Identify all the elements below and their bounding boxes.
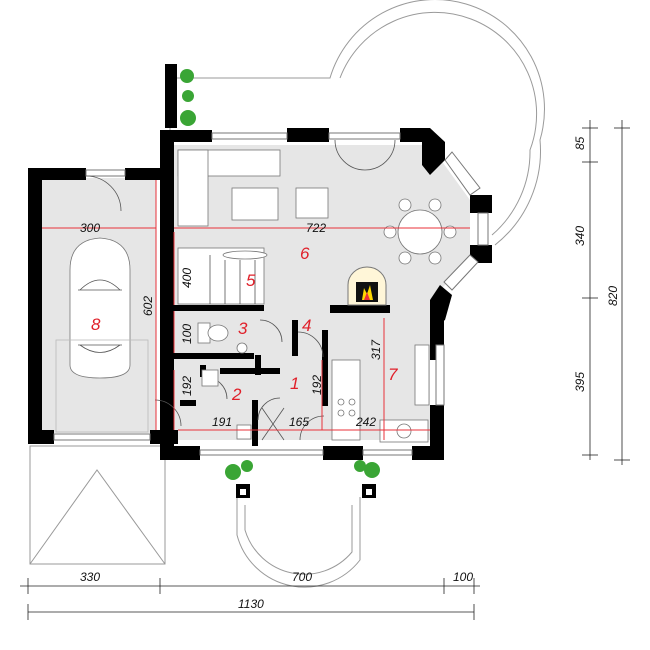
driveway bbox=[29, 445, 166, 565]
dim-hall-h: 192 bbox=[310, 375, 324, 395]
dim-entry-h: 192 bbox=[180, 376, 194, 396]
outer-dimension-lines bbox=[20, 120, 630, 620]
dim-living-width: 722 bbox=[306, 221, 326, 235]
walls bbox=[28, 64, 492, 498]
dim-right-bottom: 395 bbox=[573, 372, 587, 392]
driveway-pattern bbox=[29, 469, 166, 565]
plant-pot-icon bbox=[240, 489, 372, 495]
shower bbox=[261, 407, 285, 441]
room-number-8: 8 bbox=[91, 315, 101, 334]
armchair bbox=[295, 187, 329, 219]
washer bbox=[236, 424, 252, 440]
dim-kitchen-h: 317 bbox=[369, 339, 383, 360]
front-terrace-inner bbox=[244, 505, 353, 575]
dim-242: 242 bbox=[355, 415, 376, 429]
stove-icon bbox=[331, 359, 429, 443]
toilet-icon bbox=[197, 322, 248, 354]
room-number-6: 6 bbox=[300, 244, 310, 263]
dim-right-total: 820 bbox=[606, 286, 620, 306]
rear-terrace bbox=[169, 0, 545, 246]
room-number-2: 2 bbox=[231, 385, 242, 404]
doors bbox=[85, 139, 396, 441]
windows bbox=[53, 132, 489, 456]
dim-bottom-mid: 700 bbox=[292, 570, 312, 584]
plant-icon bbox=[180, 69, 380, 480]
dining-table-icon bbox=[383, 198, 457, 265]
dim-165: 165 bbox=[289, 415, 309, 429]
fireplace-icon bbox=[347, 266, 387, 306]
dim-wc-h: 100 bbox=[180, 324, 194, 344]
dim-right-mid: 340 bbox=[573, 226, 587, 246]
dim-garage-depth: 602 bbox=[141, 296, 155, 316]
dim-right-top: 85 bbox=[573, 136, 587, 150]
kitchen-counter bbox=[414, 344, 430, 406]
stairs bbox=[177, 247, 268, 305]
coffee-table bbox=[231, 187, 279, 221]
dim-garage-width: 300 bbox=[80, 221, 100, 235]
room-number-7: 7 bbox=[388, 365, 398, 384]
dim-191: 191 bbox=[212, 415, 232, 429]
room-number-4: 4 bbox=[302, 316, 311, 335]
dim-bottom-right: 100 bbox=[453, 570, 473, 584]
sofa-icon bbox=[177, 149, 281, 227]
car-icon bbox=[69, 237, 131, 379]
garage-door-outline bbox=[55, 339, 149, 433]
boiler bbox=[201, 369, 219, 387]
dim-stair-h: 400 bbox=[180, 268, 194, 288]
room-number-5: 5 bbox=[246, 271, 256, 290]
room-number-1: 1 bbox=[290, 374, 299, 393]
dim-bottom-left: 330 bbox=[80, 570, 100, 584]
room-number-3: 3 bbox=[238, 319, 248, 338]
rear-terrace-inner bbox=[339, 11, 538, 236]
inner-dimension-lines bbox=[42, 180, 470, 440]
dim-bottom-total: 1130 bbox=[238, 597, 264, 611]
